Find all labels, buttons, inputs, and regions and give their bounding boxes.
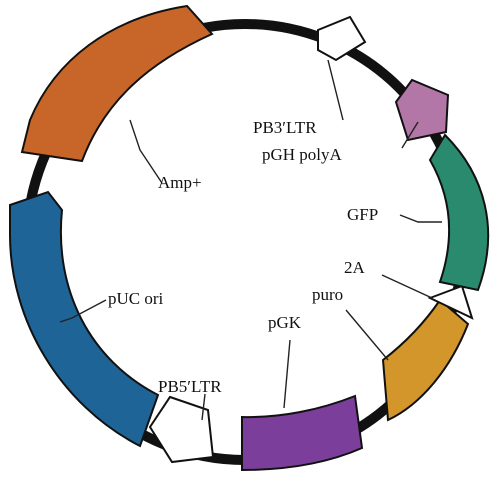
- label-puc-ori: pUC ori: [108, 289, 164, 308]
- feature-puc-ori: [9, 190, 160, 448]
- label-puro: puro: [312, 285, 343, 304]
- leader-2a: [381, 274, 433, 299]
- label-2a: 2A: [344, 258, 366, 277]
- feature-2a: [427, 284, 474, 320]
- label-amp: Amp+: [158, 173, 202, 192]
- leader-pgk: [283, 339, 291, 409]
- leader-puc: [59, 299, 107, 323]
- feature-pgk: [241, 394, 364, 472]
- feature-gfp: [428, 133, 490, 292]
- leader-pb5: [201, 393, 206, 421]
- feature-pb3-ltr: [317, 15, 367, 62]
- leader-pb3: [327, 59, 344, 121]
- feature-pb5-ltr: [148, 395, 215, 464]
- feature-pgh-polya: [394, 78, 450, 142]
- feature-amp: [20, 4, 214, 163]
- label-gfp: GFP: [347, 205, 378, 224]
- leader-polya: [401, 121, 419, 149]
- leader-gfp: [399, 214, 442, 223]
- leader-amp: [129, 119, 163, 184]
- label-pb3-ltr: PB3′LTR: [253, 118, 317, 137]
- label-pb5-ltr: PB5′LTR: [158, 377, 222, 396]
- feature-puro: [381, 298, 470, 422]
- label-pgk: pGK: [268, 313, 302, 332]
- label-pgh-polya: pGH polyA: [262, 145, 343, 164]
- leader-puro: [345, 309, 389, 361]
